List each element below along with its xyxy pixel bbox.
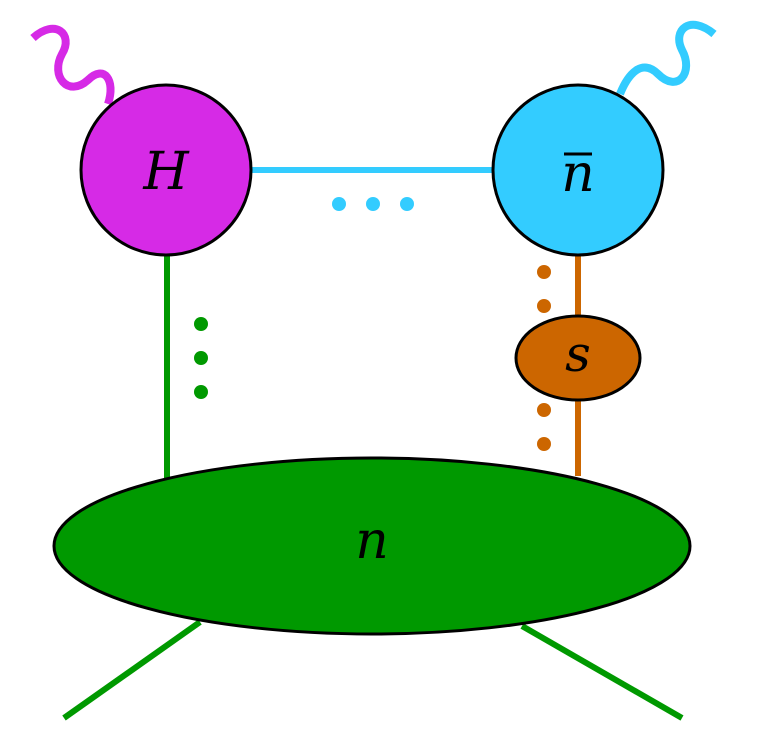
collinear-blob [52,456,692,636]
anticollinear-label: n [561,144,595,204]
anticollinear-external-wavy-line [616,20,717,96]
dot [537,403,551,417]
hard-node: H [79,83,253,257]
horizontal-dots [332,197,414,211]
collinear-external-right-line [520,623,684,721]
dot [194,385,208,399]
anticollinear-node: n [491,83,665,257]
dot [194,351,208,365]
soft-blob [514,314,642,402]
dot [400,197,414,211]
hard-external-wavy-line [30,24,115,106]
dot [194,317,208,331]
hard-blob [79,83,253,257]
dot [366,197,380,211]
dot [537,437,551,451]
right-vertical-dots [537,265,551,451]
dot [537,299,551,313]
anticollinear-blob [491,83,665,257]
collinear-node: n [52,456,692,636]
collinear-label: n [355,511,389,571]
left-vertical-dots [194,317,208,399]
dot [332,197,346,211]
soft-label: s [565,325,591,383]
hard-label: H [142,142,190,202]
dot [537,265,551,279]
collinear-external-left-line [62,619,202,721]
soft-node: s [514,314,642,402]
